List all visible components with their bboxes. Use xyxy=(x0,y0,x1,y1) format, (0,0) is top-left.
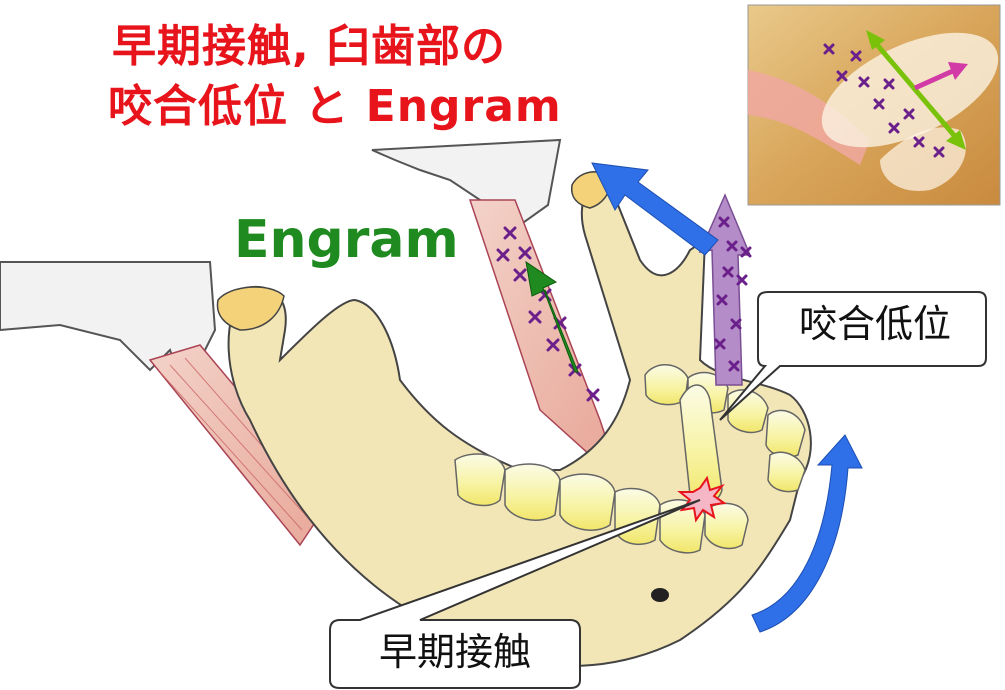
premature-contact-label: 早期接触 xyxy=(330,630,580,674)
mental-foramen xyxy=(651,588,669,602)
title-line-1: 早期接触, 臼歯部の xyxy=(112,22,506,72)
engram-label: Engram xyxy=(234,210,459,270)
title-line-2: 咬合低位 と Engram xyxy=(108,82,562,132)
occlusal-lowering-label: 咬合低位 xyxy=(770,302,980,346)
inset-image xyxy=(748,5,1005,205)
